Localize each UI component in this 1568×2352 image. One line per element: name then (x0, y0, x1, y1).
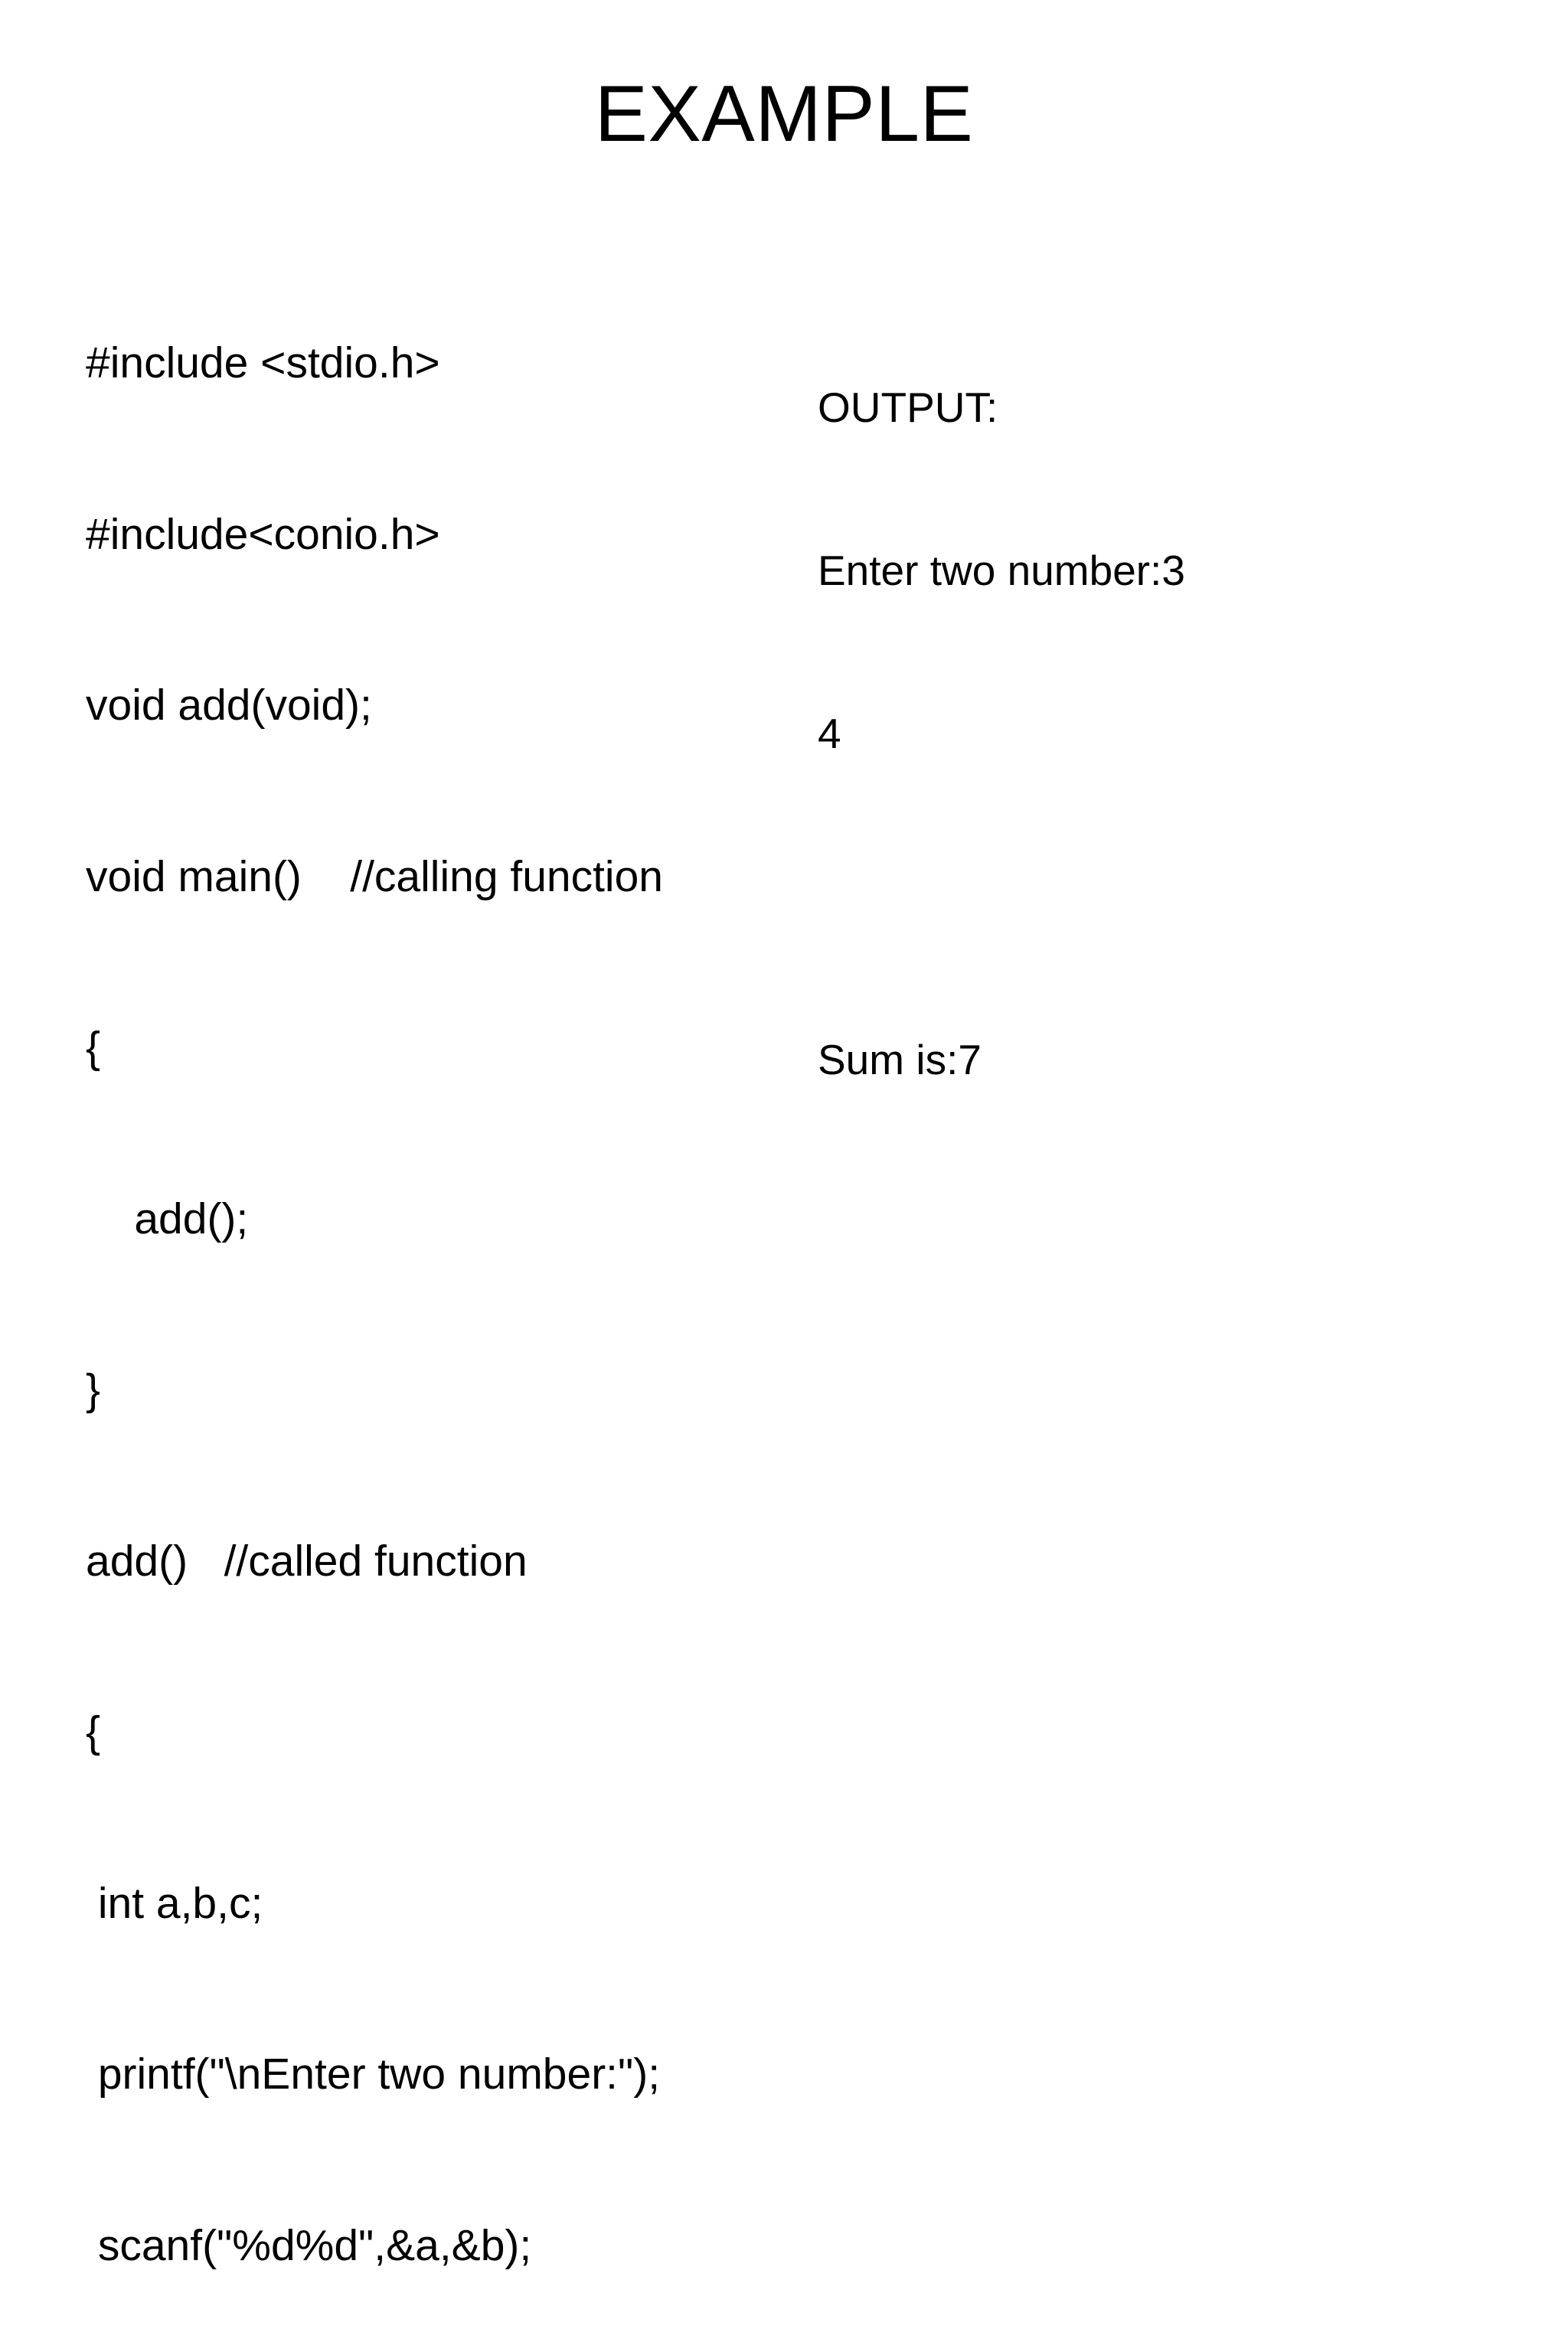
code-line: add(); (86, 1194, 249, 1243)
code-line: printf("\nEnter two number:"); (86, 2050, 661, 2099)
code-line: { (86, 1707, 101, 1756)
page-title: EXAMPLE (594, 70, 974, 158)
output-line: OUTPUT: (818, 384, 998, 431)
output-line: 4 (818, 710, 841, 757)
output-line: Sum is:7 (818, 1036, 982, 1083)
output-line (818, 870, 1476, 924)
output-line: Enter two number:3 (818, 547, 1185, 594)
slide-canvas: EXAMPLE #include <stdio.h> #include<coni… (86, 70, 1185, 2270)
code-line: } (86, 1365, 101, 1414)
code-line: add() //called function (86, 1536, 528, 1586)
code-line: #include <stdio.h> (86, 338, 440, 387)
code-line: void add(void); (86, 681, 372, 730)
code-line: { (86, 1023, 101, 1072)
code-listing: #include <stdio.h> #include<conio.h> voi… (86, 220, 798, 2352)
code-line: int a,b,c; (86, 1878, 263, 1928)
output-listing: OUTPUT: Enter two number:3 4 Sum is:7 (818, 272, 1476, 1196)
code-line: scanf("%d%d",&a,&b); (86, 2220, 532, 2270)
code-line: #include<conio.h> (86, 509, 440, 559)
code-line: void main() //calling function (86, 851, 663, 901)
